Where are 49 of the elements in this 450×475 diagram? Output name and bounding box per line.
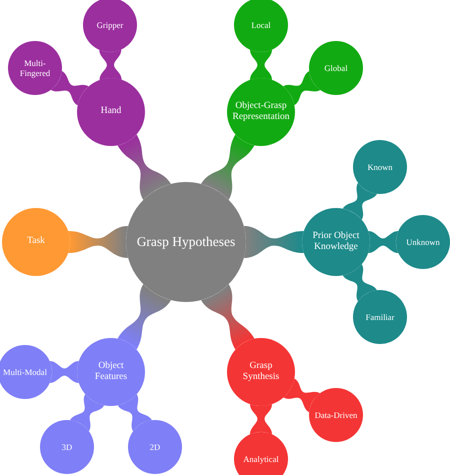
node-label: Object Features bbox=[94, 360, 128, 384]
concept-bubble bbox=[234, 432, 288, 475]
node-label: Grasp Hypotheses bbox=[136, 234, 236, 250]
node-label: 2D bbox=[150, 442, 160, 452]
node-label: Gripper bbox=[96, 20, 124, 30]
concept-bubble bbox=[234, 0, 288, 52]
node-label: Familiar bbox=[366, 312, 394, 322]
connector bbox=[70, 394, 104, 432]
concept-bubble bbox=[353, 140, 407, 194]
connector bbox=[342, 264, 377, 302]
connector bbox=[283, 378, 320, 412]
node-label: Local bbox=[251, 20, 271, 30]
connector bbox=[201, 284, 254, 350]
concept-bubble bbox=[309, 388, 363, 442]
concept-bubble bbox=[396, 215, 450, 269]
connector bbox=[118, 134, 171, 200]
connector bbox=[244, 226, 304, 258]
concept-bubble bbox=[0, 345, 52, 399]
connector bbox=[283, 71, 320, 106]
node-label: Unknown bbox=[406, 236, 440, 248]
connector bbox=[368, 231, 398, 253]
connector bbox=[50, 361, 79, 383]
concept-bubble bbox=[309, 41, 363, 95]
connector bbox=[50, 70, 89, 106]
concept-bubble bbox=[353, 290, 407, 344]
concept-bubble bbox=[83, 0, 137, 52]
node-label: Grasp Synthesis bbox=[242, 360, 280, 384]
connector bbox=[68, 226, 128, 258]
concept-bubble bbox=[40, 420, 94, 474]
connector bbox=[99, 50, 122, 80]
node-label: Multi-Fingered bbox=[18, 58, 52, 78]
node-label: Analytical bbox=[243, 454, 279, 464]
node-label: Hand bbox=[100, 106, 122, 118]
node-label: Global bbox=[324, 62, 348, 74]
node-label: Known bbox=[367, 162, 393, 172]
node-label: 3D bbox=[62, 442, 72, 452]
connector bbox=[342, 182, 377, 220]
node-label: Task bbox=[27, 236, 45, 248]
connector bbox=[201, 134, 254, 200]
connector bbox=[118, 394, 152, 432]
connector bbox=[250, 404, 272, 434]
connector bbox=[118, 284, 171, 350]
node-label: Data-Driven bbox=[314, 410, 358, 420]
connector bbox=[250, 50, 272, 80]
concept-bubble bbox=[8, 41, 62, 95]
node-label: Prior Object Knowledge bbox=[312, 230, 360, 254]
node-label: Object-Grasp Representation bbox=[232, 100, 290, 124]
node-label: Multi-Modal bbox=[3, 366, 47, 378]
concept-bubble bbox=[128, 420, 182, 474]
